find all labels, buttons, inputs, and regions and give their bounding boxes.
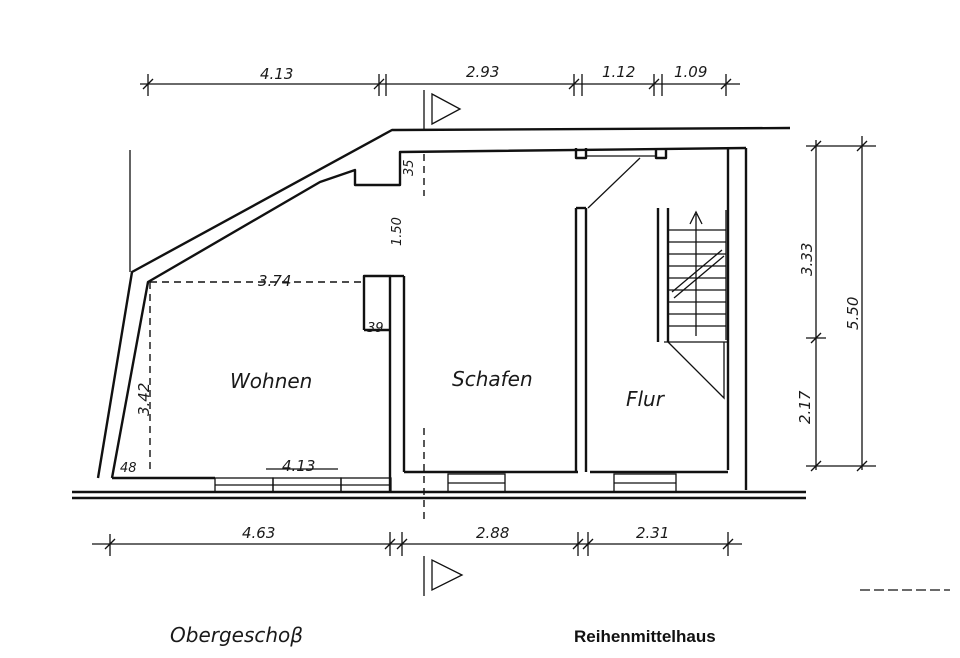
bottom-dim-2-31: 2.31 <box>636 524 669 542</box>
right-dimension-chain <box>806 136 876 472</box>
right-dim-3-33: 3.33 <box>798 243 816 276</box>
top-dim-2-93: 2.93 <box>466 63 499 81</box>
top-dim-4-13: 4.13 <box>260 65 293 83</box>
interior-dim-3-74: 3.74 <box>258 272 291 290</box>
right-dim-2-17: 2.17 <box>796 390 814 424</box>
section-marker-top <box>423 90 462 130</box>
top-dimension-chain <box>140 74 740 96</box>
bottom-dim-4-63: 4.63 <box>242 524 275 542</box>
section-marker-bottom <box>423 556 464 596</box>
interior-dim-35: 35 <box>402 159 417 176</box>
room-label-schlafen: Schafen <box>452 367 533 391</box>
bottom-dim-2-88: 2.88 <box>476 524 509 542</box>
dashed-guides <box>149 154 425 520</box>
interior-dim-39: 39 <box>367 321 384 336</box>
room-label-flur: Flur <box>626 387 666 411</box>
interior-dim-3-42: 3.42 <box>135 383 153 416</box>
staircase <box>656 208 728 400</box>
floor-caption: Obergeschoβ <box>170 623 303 647</box>
walls <box>72 126 806 500</box>
interior-dim-1-50: 1.50 <box>390 217 405 246</box>
room-label-wohnen: Wohnen <box>230 369 312 393</box>
bottom-dimension-chain <box>92 532 742 556</box>
interior-dim-48: 48 <box>120 461 137 476</box>
interior-dim-4-13: 4.13 <box>282 457 315 475</box>
right-dim-5-50: 5.50 <box>844 297 862 330</box>
top-dim-1-12: 1.12 <box>602 63 635 81</box>
top-dim-1-09: 1.09 <box>674 63 707 81</box>
house-type-caption: Reihenmittelhaus <box>574 627 716 646</box>
